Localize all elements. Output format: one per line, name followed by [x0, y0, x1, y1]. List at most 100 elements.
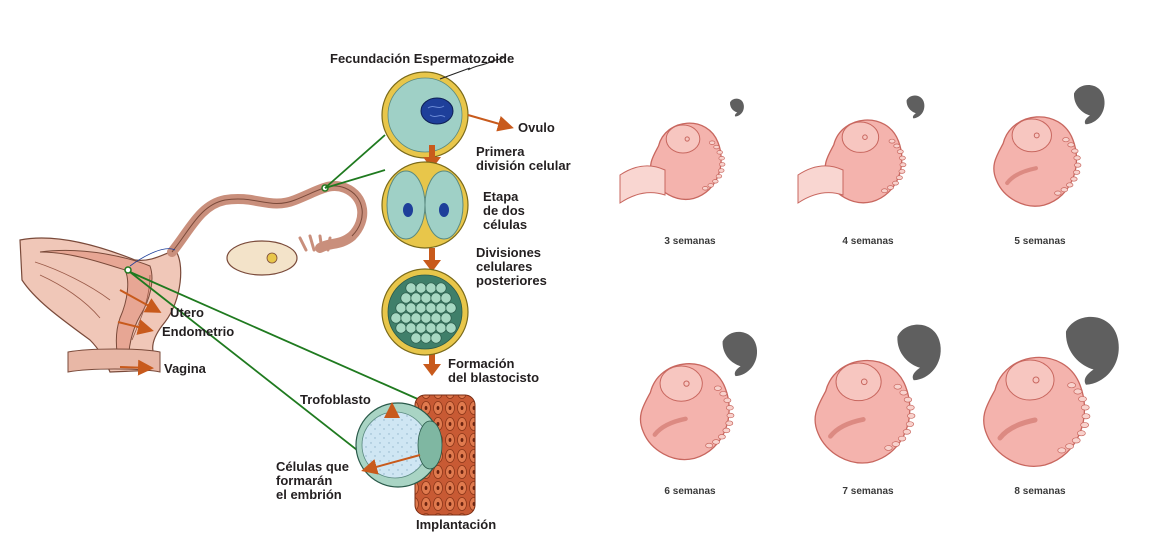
morula-cell — [406, 303, 416, 313]
fertilized-ovum — [382, 56, 510, 158]
embryo-somite — [892, 181, 898, 185]
embryo-somite — [719, 156, 725, 160]
embryo-somite — [718, 434, 725, 439]
embryo-head — [842, 122, 878, 152]
embryo-somite — [885, 446, 893, 451]
embryo-silhouette — [730, 99, 744, 117]
later-divisions-label: Divisiones celulares posteriores — [476, 246, 547, 288]
embryo-somite — [726, 421, 733, 426]
morula-cell — [401, 293, 411, 303]
embryo-somite — [1068, 143, 1075, 147]
fertilization-label: Fecundación Espermatozoide — [330, 52, 514, 66]
morula-cell — [421, 313, 431, 323]
blastocyst-implantation — [356, 395, 475, 515]
embryo-somite — [894, 384, 902, 389]
embryo-silhouette — [897, 325, 940, 381]
embryo-somite — [1074, 156, 1081, 160]
embryo-somite — [714, 145, 720, 149]
embryo-somite — [1077, 431, 1085, 436]
embryo-stage — [994, 85, 1105, 206]
embryo-somite — [887, 186, 893, 190]
embryo-somite — [1074, 163, 1081, 167]
embryo-somite — [1073, 170, 1080, 174]
embryo-head — [666, 125, 700, 153]
embryo-somite — [713, 179, 719, 183]
embryo-somite — [882, 189, 888, 193]
embryo-somite — [892, 442, 900, 447]
morula-cell — [441, 293, 451, 303]
stage-label-7w: 7 semanas — [818, 486, 918, 497]
stage-label-6w: 6 semanas — [640, 486, 740, 497]
embryo-stage — [620, 99, 744, 203]
morula-cell — [446, 303, 456, 313]
ovum-label: Ovulo — [518, 121, 555, 135]
embryo-somite — [709, 141, 715, 145]
morula-cell — [421, 293, 431, 303]
vagina-label: Vagina — [164, 362, 206, 376]
ovary — [227, 241, 297, 275]
embryo-somite — [1081, 405, 1089, 410]
embryo-somite — [1082, 414, 1090, 419]
morula-cell — [426, 323, 436, 333]
embryo-somite — [1072, 149, 1079, 153]
embryo-somite — [1078, 396, 1086, 401]
embryo-somite — [713, 440, 720, 445]
embryo-somite — [1061, 188, 1068, 192]
morula — [382, 269, 468, 355]
embryo-stage — [798, 95, 924, 203]
embryo-somite — [724, 398, 731, 403]
morula-cell — [426, 283, 436, 293]
implantation-label: Implantación — [416, 518, 496, 532]
morula-cell — [411, 333, 421, 343]
embryo-somite — [899, 156, 905, 160]
embryo-somite — [894, 144, 900, 148]
stage-label-5w: 5 semanas — [990, 236, 1090, 247]
embryo-somite — [897, 150, 903, 154]
embryo-somite — [907, 405, 915, 410]
embryo-stalk — [620, 166, 665, 203]
morula-cell — [406, 323, 416, 333]
embryo-somite — [1068, 383, 1076, 388]
morula-cell — [426, 303, 436, 313]
morula-cell — [411, 293, 421, 303]
embryo-somite — [906, 422, 914, 427]
uterus-label: Utero — [170, 306, 204, 320]
embryo-somite — [907, 413, 915, 418]
embryo-cells-label: Células que formarán el embrión — [276, 460, 349, 502]
inner-cell-mass — [418, 421, 442, 469]
embryo-silhouette — [1074, 85, 1105, 124]
embryo-somite — [708, 184, 714, 188]
embryo-silhouette — [723, 332, 757, 376]
embryo-head — [660, 366, 702, 401]
embryo-somite — [717, 151, 723, 155]
morula-cell — [436, 283, 446, 293]
embryo-somite — [1071, 177, 1078, 181]
embryo-somite — [900, 163, 906, 167]
embryo-somite — [1055, 191, 1062, 195]
morula-cell — [431, 333, 441, 343]
morula-cell — [401, 313, 411, 323]
two-cell-stage-label: Etapa de dos células — [483, 190, 527, 232]
embryo-somite — [719, 163, 725, 167]
morula-cell — [416, 283, 426, 293]
morula-cell — [436, 303, 446, 313]
morula-cell — [446, 323, 456, 333]
morula-cell — [416, 323, 426, 333]
embryo-somite — [889, 139, 895, 143]
morula-cell — [391, 313, 401, 323]
embryo-somite — [1066, 444, 1074, 449]
embryo-somite — [904, 397, 912, 402]
endometrium-label: Endometrio — [162, 325, 234, 339]
blastocyst-label: Formación del blastocisto — [448, 357, 539, 385]
embryo-stage — [640, 332, 757, 460]
embryo-somite — [726, 405, 733, 410]
uterus-anatomy — [20, 185, 362, 372]
embryo-head — [1012, 119, 1051, 152]
morula-cell — [416, 303, 426, 313]
embryo-stage — [984, 317, 1119, 466]
first-division-label: Primera división celular — [476, 145, 571, 173]
nucleus — [421, 98, 453, 124]
embryo-stalk — [798, 166, 843, 203]
embryo-somite — [706, 443, 713, 448]
